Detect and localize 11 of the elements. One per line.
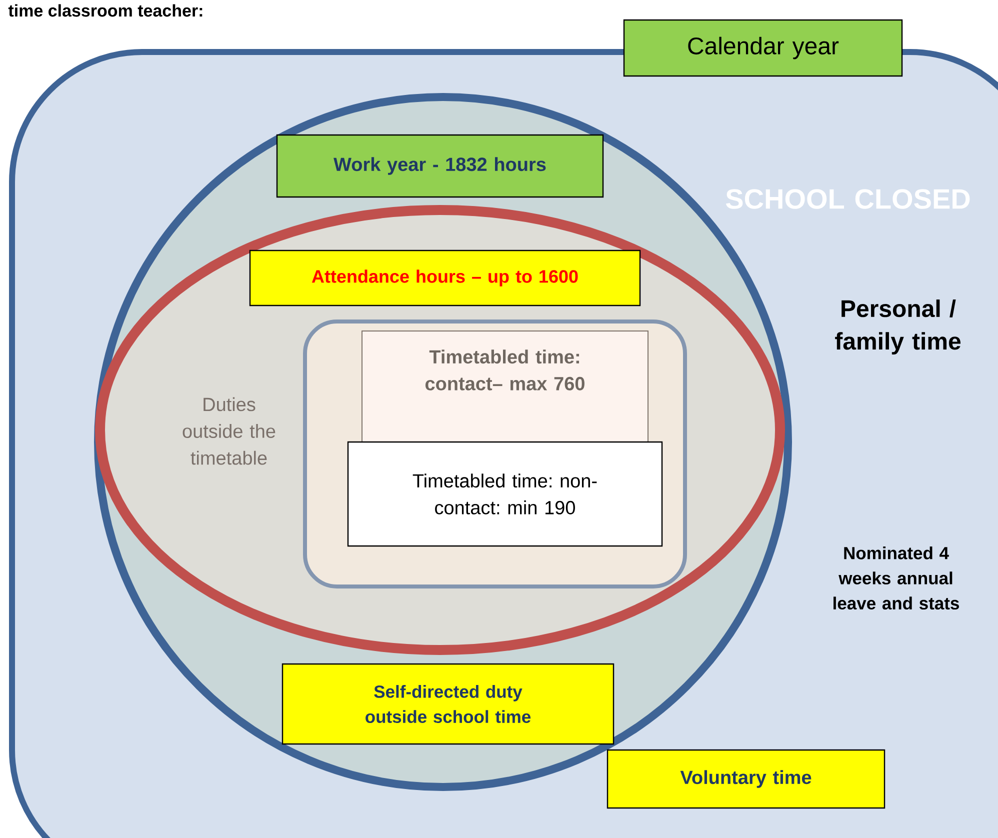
- label-box: Self-directed duty outside school time: [282, 663, 614, 745]
- label-box: Timetabled time: contact– max 760: [362, 330, 648, 446]
- caption-text: time classroom teacher:: [8, 4, 202, 17]
- heading-box: Attendance hours – up to 1600: [249, 250, 641, 306]
- heading-box: Calendar year: [623, 19, 903, 77]
- label-box: Voluntary time: [606, 749, 886, 809]
- heading-box: Work year - 1832 hours: [276, 134, 604, 198]
- zone-label: Personal / family time: [835, 300, 961, 354]
- note-text: Nominated 4 weeks annual leave and stats: [834, 546, 959, 610]
- zone-label: Duties outside the timetable: [182, 397, 276, 465]
- label-box: Timetabled time: non-contact: min 190: [347, 441, 663, 547]
